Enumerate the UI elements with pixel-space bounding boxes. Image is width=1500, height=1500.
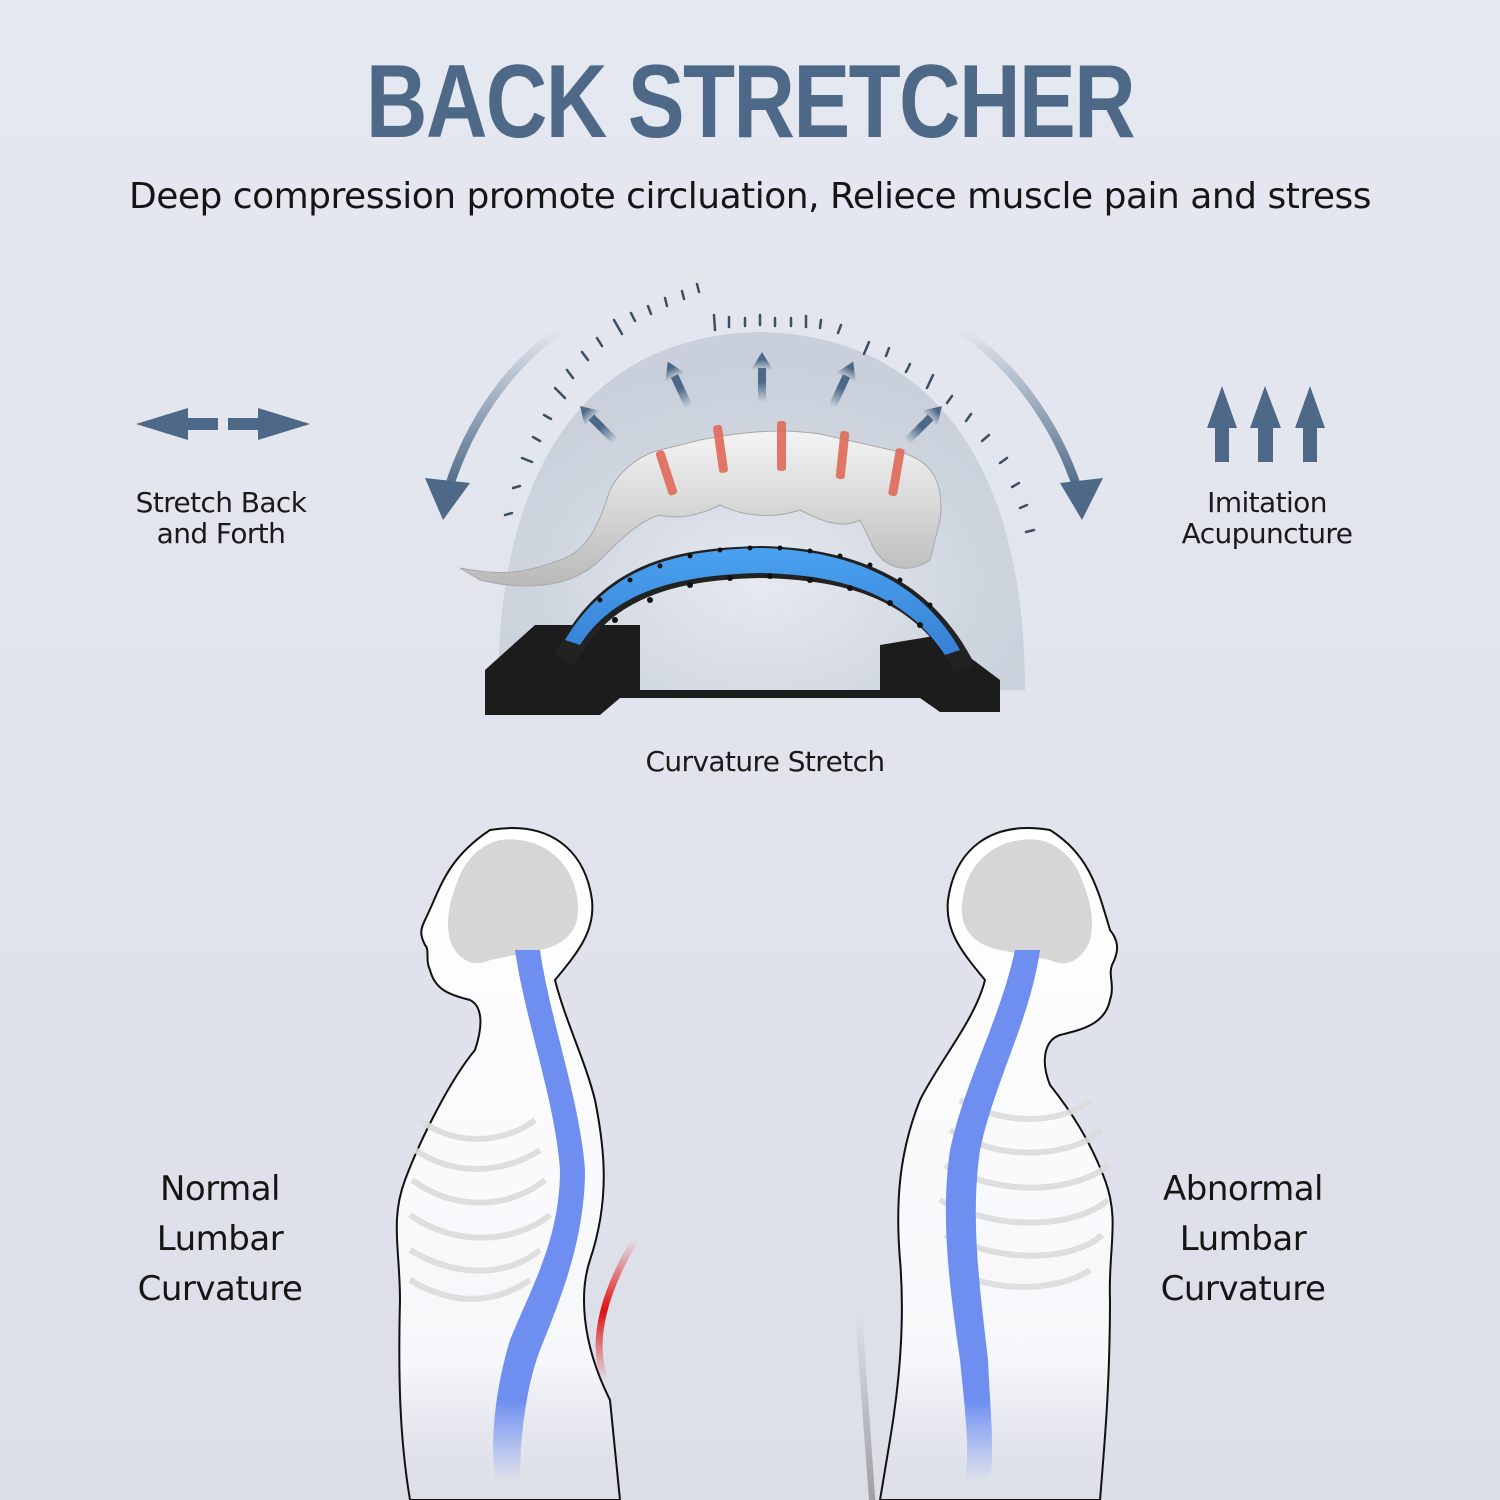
page-subtitle: Deep compression promote circluation, Re… — [128, 176, 1372, 217]
feature-stretch-back-label: Stretch Back and Forth — [110, 487, 332, 549]
normal-lumbar-line3: Curvature — [137, 1269, 303, 1309]
spine-on-stretcher-illustration — [425, 282, 1103, 715]
normal-lumbar-label: Normal Lumbar Curvature — [100, 1164, 340, 1314]
feature-acupuncture-line2: Acupuncture — [1181, 517, 1353, 550]
normal-lumbar-line1: Normal — [159, 1169, 281, 1209]
page-title: BACK STRETCHER — [365, 44, 1136, 160]
abnormal-lumbar-line1: Abnormal — [1163, 1169, 1323, 1209]
abnormal-lumbar-label: Abnormal Lumbar Curvature — [1123, 1164, 1363, 1314]
feature-stretch-back-line2: and Forth — [156, 517, 286, 550]
abnormal-lumbar-line2: Lumbar — [1179, 1219, 1307, 1259]
curvature-stretch-label: Curvature Stretch — [645, 745, 885, 778]
normal-lumbar-line2: Lumbar — [156, 1219, 284, 1259]
abnormal-lumbar-line3: Curvature — [1160, 1269, 1326, 1309]
feature-acupuncture-line1: Imitation — [1207, 486, 1327, 519]
double-horizontal-arrow-icon — [136, 408, 310, 440]
abnormal-spine-figure-illustration — [855, 827, 1118, 1500]
feature-stretch-back-line1: Stretch Back — [135, 486, 307, 519]
normal-spine-figure-illustration — [395, 827, 639, 1500]
feature-acupuncture-label: Imitation Acupuncture — [1155, 487, 1379, 549]
triple-up-arrow-icon — [1207, 386, 1325, 462]
